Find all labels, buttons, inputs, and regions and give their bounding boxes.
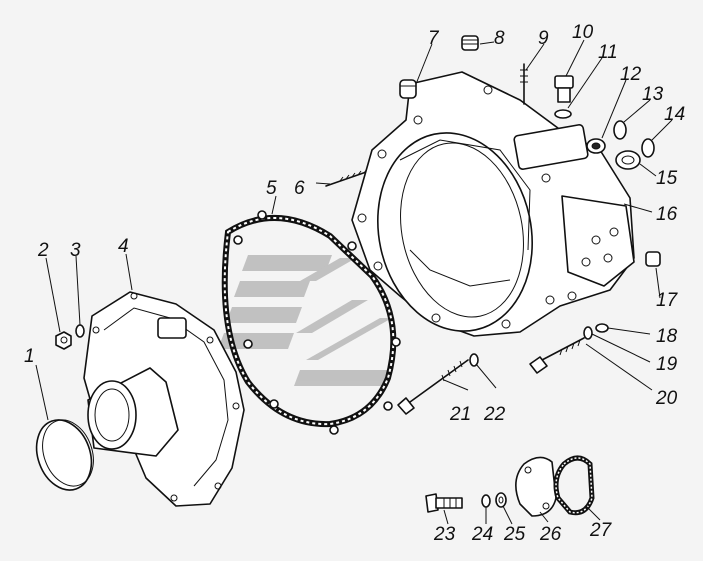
label-13: 13 xyxy=(642,84,664,105)
part-25-washer xyxy=(495,492,507,508)
part-11-washer xyxy=(554,109,572,119)
label-2: 2 xyxy=(37,240,49,261)
part-10-breather xyxy=(554,75,574,103)
label-9: 9 xyxy=(538,28,549,49)
part-3-washer xyxy=(75,324,85,338)
part-5-gasket xyxy=(221,210,401,435)
label-14: 14 xyxy=(664,104,685,125)
part-27-gasket xyxy=(553,455,595,516)
part-9-stud xyxy=(520,63,528,105)
label-21: 21 xyxy=(449,404,471,425)
part-22-washer xyxy=(469,353,479,367)
part-23-bolt xyxy=(425,493,463,513)
watermark-logo xyxy=(218,255,392,386)
part-1-cover-disc xyxy=(35,419,94,491)
label-20: 20 xyxy=(655,388,678,409)
part-4-rear-cover xyxy=(83,291,245,507)
label-24: 24 xyxy=(471,524,493,545)
part-2-nut xyxy=(55,331,72,350)
part-6-stud xyxy=(325,168,373,187)
label-4: 4 xyxy=(118,236,129,257)
label-7: 7 xyxy=(428,28,440,49)
label-23: 23 xyxy=(433,524,456,545)
label-16: 16 xyxy=(656,204,678,225)
label-1: 1 xyxy=(24,346,35,367)
label-26: 26 xyxy=(539,524,562,545)
label-5: 5 xyxy=(266,178,277,199)
part-26-cover-plate xyxy=(515,456,557,517)
part-16-clutch-housing xyxy=(351,71,635,337)
part-number-labels: 1 2 3 4 5 6 7 8 9 10 11 12 13 14 15 16 1… xyxy=(24,22,685,545)
label-10: 10 xyxy=(572,22,594,43)
part-13-ring xyxy=(613,120,627,140)
label-12: 12 xyxy=(620,64,642,85)
label-25: 25 xyxy=(503,524,526,545)
label-6: 6 xyxy=(294,178,305,199)
label-27: 27 xyxy=(589,520,613,541)
part-7-plug xyxy=(399,79,417,99)
part-21-bolt xyxy=(397,359,469,415)
part-20-bolt xyxy=(529,337,585,374)
part-14-ring xyxy=(641,138,655,158)
part-24-washer xyxy=(481,494,491,508)
part-8-plug xyxy=(461,35,479,51)
part-18-washer xyxy=(595,323,609,333)
label-18: 18 xyxy=(656,326,678,347)
part-12-bushing xyxy=(586,138,606,154)
part-15-bushing xyxy=(615,150,641,170)
label-15: 15 xyxy=(656,168,678,189)
part-19-washer xyxy=(583,326,593,340)
leader-lines xyxy=(35,39,673,525)
label-19: 19 xyxy=(656,354,678,375)
label-22: 22 xyxy=(483,404,506,425)
label-3: 3 xyxy=(70,240,81,261)
label-11: 11 xyxy=(598,42,618,63)
label-8: 8 xyxy=(494,28,505,49)
part-17-plug xyxy=(645,251,661,267)
label-17: 17 xyxy=(656,290,679,311)
